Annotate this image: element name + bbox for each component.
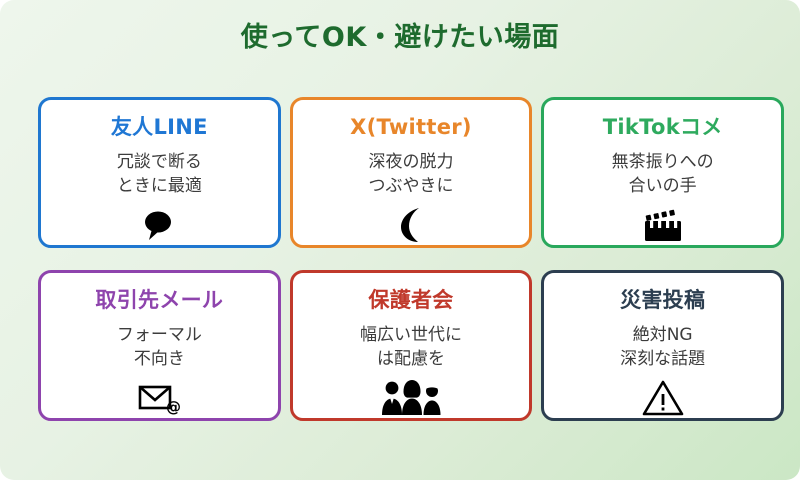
card-disaster-post[interactable]: 災害投稿 絶対NG 深刻な話題 (541, 270, 784, 421)
card-title: TikTokコメ (602, 115, 723, 139)
card-x-twitter[interactable]: X(Twitter) 深夜の脱力 つぶやきに (289, 97, 533, 248)
svg-text:@: @ (166, 398, 181, 415)
scene-card-grid: 友人LINE 冗談で断る ときに最適 X(Twitter) 深夜の脱力 つぶやき… (38, 97, 784, 421)
card-description: フォーマル 不向き (116, 325, 202, 369)
card-description: 無茶振りへの 合いの手 (611, 152, 714, 196)
card-description: 幅広い世代に は配慮を (359, 325, 462, 369)
clapperboard-icon (641, 204, 685, 245)
card-title: X(Twitter) (350, 115, 472, 139)
page-title: 使ってOK・避けたい場面 (240, 22, 560, 53)
card-friend-line[interactable]: 友人LINE 冗談で断る ときに最適 (38, 97, 281, 248)
card-title: 友人LINE (110, 115, 208, 139)
card-description: 深夜の脱力 つぶやきに (368, 152, 454, 196)
email-at-icon: @ (136, 377, 182, 418)
card-tiktok-comment[interactable]: TikTokコメ 無茶振りへの 合いの手 (541, 97, 784, 248)
card-title: 災害投稿 (620, 288, 706, 312)
card-title: 取引先メール (95, 288, 224, 312)
card-description: 絶対NG 深刻な話題 (620, 325, 706, 369)
card-parents-meeting[interactable]: 保護者会 幅広い世代に は配慮を (289, 270, 533, 421)
card-description: 冗談で断る ときに最適 (116, 152, 202, 196)
crescent-moon-icon (394, 204, 428, 245)
card-business-mail[interactable]: 取引先メール フォーマル 不向き @ (38, 270, 281, 421)
warning-triangle-icon (641, 377, 685, 418)
card-title: 保護者会 (368, 288, 454, 312)
speech-bubble-icon (139, 204, 179, 245)
family-group-icon (379, 377, 443, 418)
